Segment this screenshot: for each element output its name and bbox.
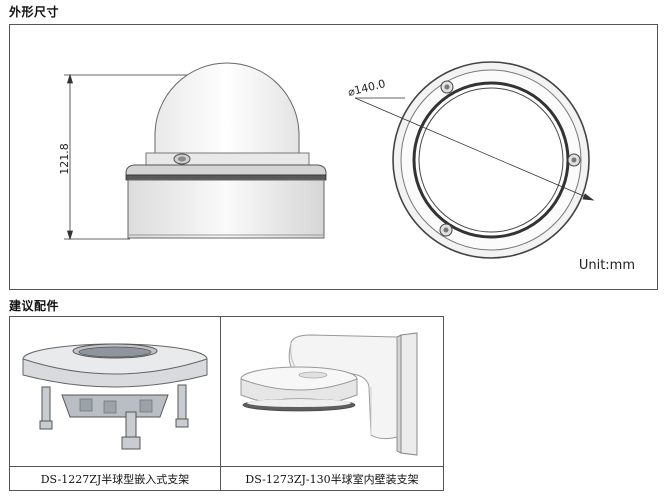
accessory-image-cell-2 [221,317,443,466]
dimensions-title: 外形尺寸 [9,5,60,19]
camera-side-view [125,62,327,239]
accessories-table: DS-1227ZJ半球型嵌入式支架 DS-1273ZJ-130半球室内壁装支架 [9,316,444,491]
diameter-dimension [354,97,595,201]
diameter-label: ⌀140.0 [347,77,387,99]
unit-label: Unit:mm [578,258,635,273]
accessory-caption-1: DS-1227ZJ半球型嵌入式支架 [10,467,221,490]
dimensions-panel: ⌀140.0 121.8 Unit:mm [9,24,658,290]
dimension-drawing: ⌀140.0 121.8 [58,61,595,259]
accessory-image-cell-1 [10,317,221,467]
camera-top-view [392,61,590,259]
accessories-title: 建议配件 [9,299,60,313]
height-label: 121.8 [58,143,71,175]
in-ceiling-mount-bracket-icon [22,343,208,450]
wall-mount-bracket-icon [240,332,418,456]
accessory-caption-2: DS-1273ZJ-130半球室内壁装支架 [245,472,419,486]
